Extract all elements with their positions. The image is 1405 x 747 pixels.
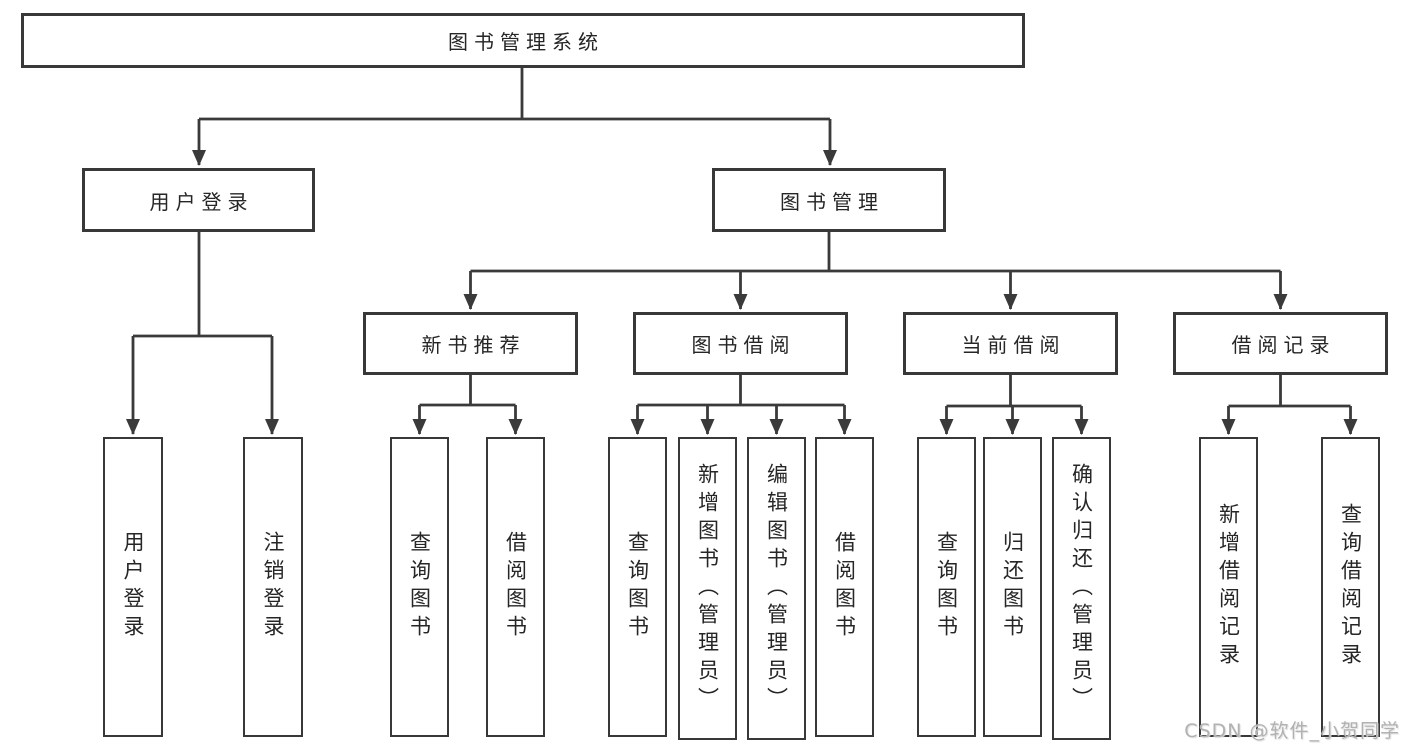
leaf-bb-edit-book-admin: 编辑图书（管理员） [747, 437, 806, 740]
leaf-logout: 注销登录 [243, 437, 303, 737]
leaf-nb-borrow-book: 借阅图书 [486, 437, 545, 737]
node-library-system: 图书管理系统 [21, 13, 1025, 68]
leaf-user-login: 用户登录 [103, 437, 163, 737]
connector-book-mgmt [470, 232, 1281, 273]
leaf-bb-query-book: 查询图书 [608, 437, 667, 737]
node-book-borrow: 图书借阅 [633, 312, 848, 375]
node-new-book-recommend: 新书推荐 [363, 312, 578, 375]
node-borrow-records: 借阅记录 [1173, 312, 1388, 375]
connector-root [199, 68, 830, 121]
leaf-br-query-record: 查询借阅记录 [1321, 437, 1380, 737]
csdn-watermark: CSDN @软件_小贺同学 [1184, 720, 1400, 742]
connector-current-borrow [946, 375, 1082, 408]
leaf-cb-query-book: 查询图书 [917, 437, 976, 737]
connector-borrow-records [1228, 375, 1351, 408]
node-user-login: 用户登录 [82, 168, 315, 232]
leaf-br-add-record: 新增借阅记录 [1199, 437, 1258, 737]
connector-user-login [133, 232, 272, 338]
leaf-cb-confirm-return-admin: 确认归还（管理员） [1052, 437, 1111, 740]
node-book-management: 图书管理 [712, 168, 946, 232]
leaf-bb-add-book-admin: 新增图书（管理员） [678, 437, 737, 740]
connector-book-borrow [637, 375, 845, 407]
leaf-cb-return-book: 归还图书 [983, 437, 1042, 737]
connector-new-book-rec [419, 375, 516, 407]
node-current-borrow: 当前借阅 [903, 312, 1118, 375]
leaf-bb-borrow-book: 借阅图书 [815, 437, 874, 737]
leaf-nb-query-book: 查询图书 [390, 437, 449, 737]
